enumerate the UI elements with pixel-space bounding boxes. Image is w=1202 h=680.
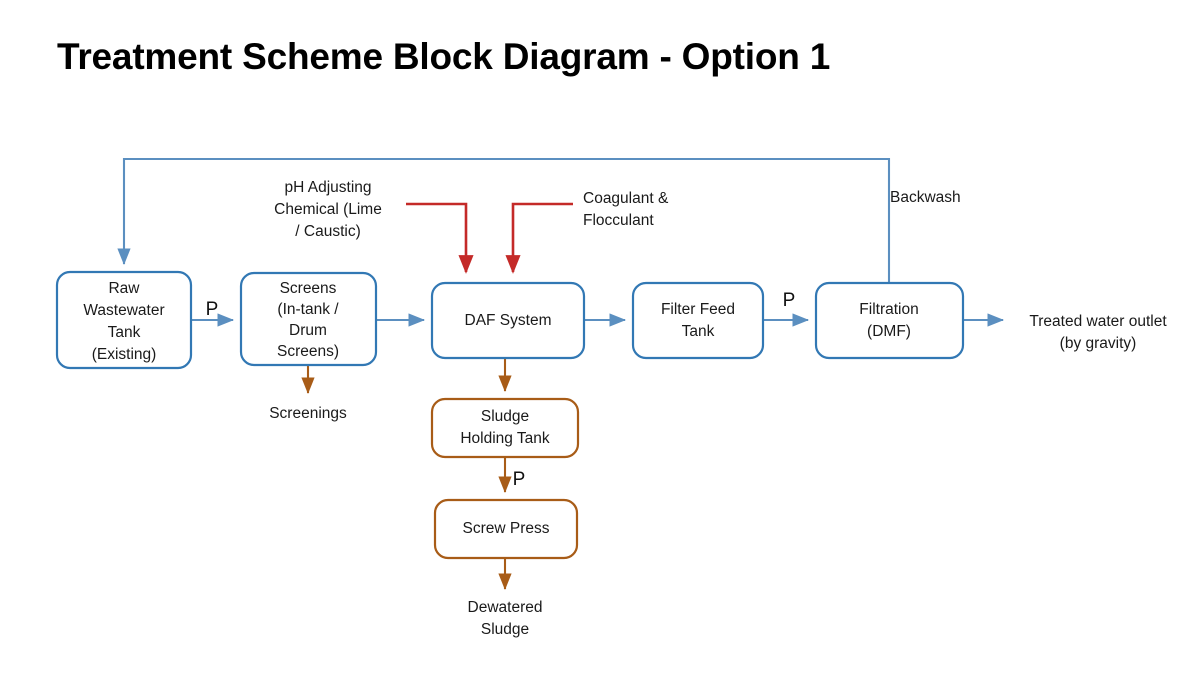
label-line: (by gravity) <box>1060 335 1137 352</box>
label-line: Flocculant <box>583 212 654 229</box>
label-backwash: Backwash <box>890 189 961 206</box>
label-line: Chemical (Lime <box>274 201 382 218</box>
node-label-line: Sludge <box>481 408 529 425</box>
label-line: Sludge <box>481 621 529 638</box>
node-box-filter-feed-tank[interactable] <box>631 281 765 360</box>
node-box-screens[interactable] <box>239 271 378 367</box>
node-box-raw-wastewater-tank[interactable] <box>55 270 193 370</box>
node-label-line: Drum <box>289 322 327 339</box>
node-label-line: Holding Tank <box>460 430 550 447</box>
node-box-screw-press[interactable] <box>433 498 579 560</box>
connector-group-water <box>117 157 1005 327</box>
node-label-line: (In-tank / <box>277 301 339 318</box>
label-line: pH Adjusting <box>284 179 371 196</box>
label-treated-water-outlet: Treated water outlet (by gravity) <box>1029 313 1167 352</box>
pump-marker-group: P P P <box>206 290 796 490</box>
node-raw-wastewater-tank[interactable]: Raw Wastewater Tank (Existing) <box>55 270 193 370</box>
label-coagulant-flocculant: Coagulant & Flocculant <box>583 190 669 229</box>
node-label-line: Screens <box>280 280 337 297</box>
connector-backwash-return <box>117 157 891 283</box>
node-label-line: (Existing) <box>92 346 157 363</box>
label-line: Coagulant & <box>583 190 669 207</box>
label-line: Screenings <box>269 405 347 422</box>
connector-ph-chemical-dose <box>406 202 474 274</box>
label-line: Dewatered <box>468 599 543 616</box>
page-title: Treatment Scheme Block Diagram - Option … <box>57 36 831 77</box>
node-label-line: Tank <box>682 323 715 340</box>
pump-label-feed-to-filtration: P <box>783 290 796 311</box>
label-line: Treated water outlet <box>1029 313 1167 330</box>
node-box-sludge-holding-tank[interactable] <box>430 397 580 459</box>
node-label-line: (DMF) <box>867 323 911 340</box>
node-label-line: Filtration <box>859 301 918 318</box>
node-filter-feed-tank[interactable]: Filter Feed Tank <box>631 281 765 360</box>
label-line: / Caustic) <box>295 223 360 240</box>
node-label-line: Raw <box>108 280 140 297</box>
connector-group-chemical <box>406 202 573 274</box>
node-label-line: Filter Feed <box>661 301 735 318</box>
connector-coagulant-dose <box>505 202 573 274</box>
label-dewatered-sludge: Dewatered Sludge <box>468 599 543 638</box>
node-label-line: Screw Press <box>463 520 550 537</box>
node-label-line: DAF System <box>465 312 552 329</box>
label-ph-adjusting-chemical: pH Adjusting Chemical (Lime / Caustic) <box>274 179 382 240</box>
node-filtration-dmf[interactable]: Filtration (DMF) <box>814 281 965 360</box>
pump-label-raw-to-screens: P <box>206 299 219 320</box>
node-label-line: Screens) <box>277 343 339 360</box>
node-daf-system[interactable]: DAF System <box>430 281 586 360</box>
node-label-line: Wastewater <box>83 302 164 319</box>
label-line: Backwash <box>890 189 961 206</box>
node-box-filtration-dmf[interactable] <box>814 281 965 360</box>
node-screw-press[interactable]: Screw Press <box>433 498 579 560</box>
node-sludge-holding-tank[interactable]: Sludge Holding Tank <box>430 397 580 459</box>
node-label-line: Tank <box>108 324 141 341</box>
node-screens[interactable]: Screens (In-tank / Drum Screens) <box>239 271 378 367</box>
node-box-daf-system[interactable] <box>430 281 586 360</box>
label-screenings: Screenings <box>269 405 347 422</box>
connector-group-sludge <box>301 358 512 591</box>
pump-label-sludge-to-press: P <box>513 469 526 490</box>
